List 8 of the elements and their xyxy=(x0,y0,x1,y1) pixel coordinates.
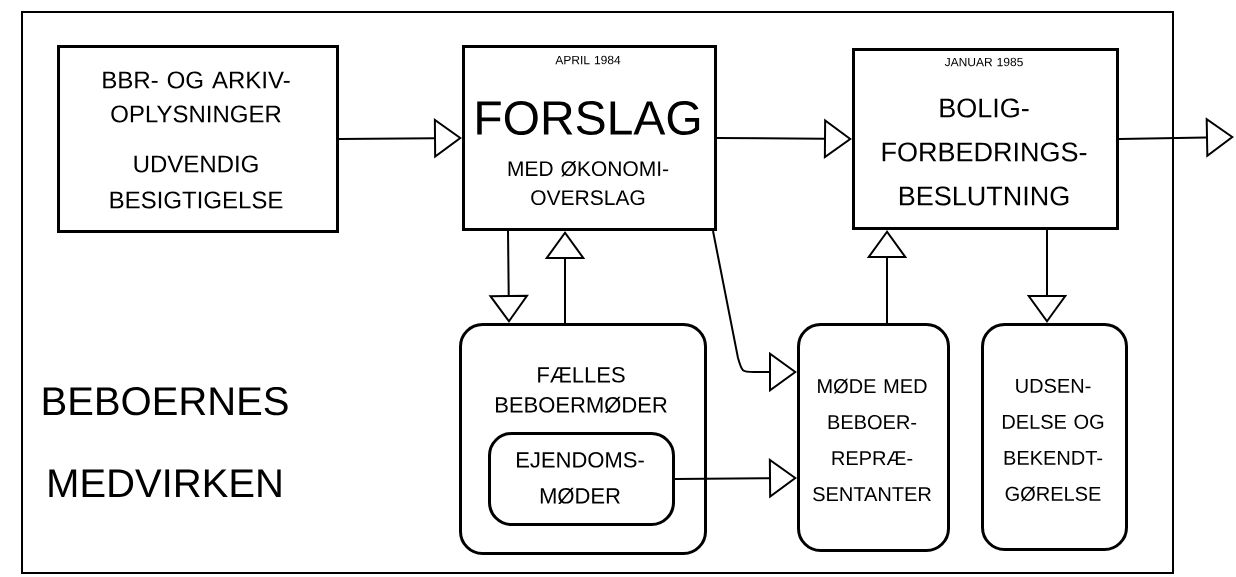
proposal-box: APRIL 1984 FORSLAG MED ØKONOMI- OVERSLAG xyxy=(462,45,717,231)
side-label: BEBOERNES MEDVIRKEN xyxy=(43,387,288,497)
announcement-box: UDSEN- DELSE OG BEKENDT- GØRELSE xyxy=(981,323,1128,551)
meeting-box: EJENDOMS- MØDER xyxy=(488,432,675,526)
decision-box: JANUAR 1985 BOLIG- FORBEDRINGS- BESLUTNING xyxy=(852,48,1119,230)
info-box: BBR- OG ARKIV- OPLYSNINGER UDVENDIG BESIGTIGELSE xyxy=(57,45,339,233)
arrow xyxy=(716,118,852,159)
meeting-box: MØDE MED BEBOER- REPRÆ- SENTANTER xyxy=(797,323,950,552)
